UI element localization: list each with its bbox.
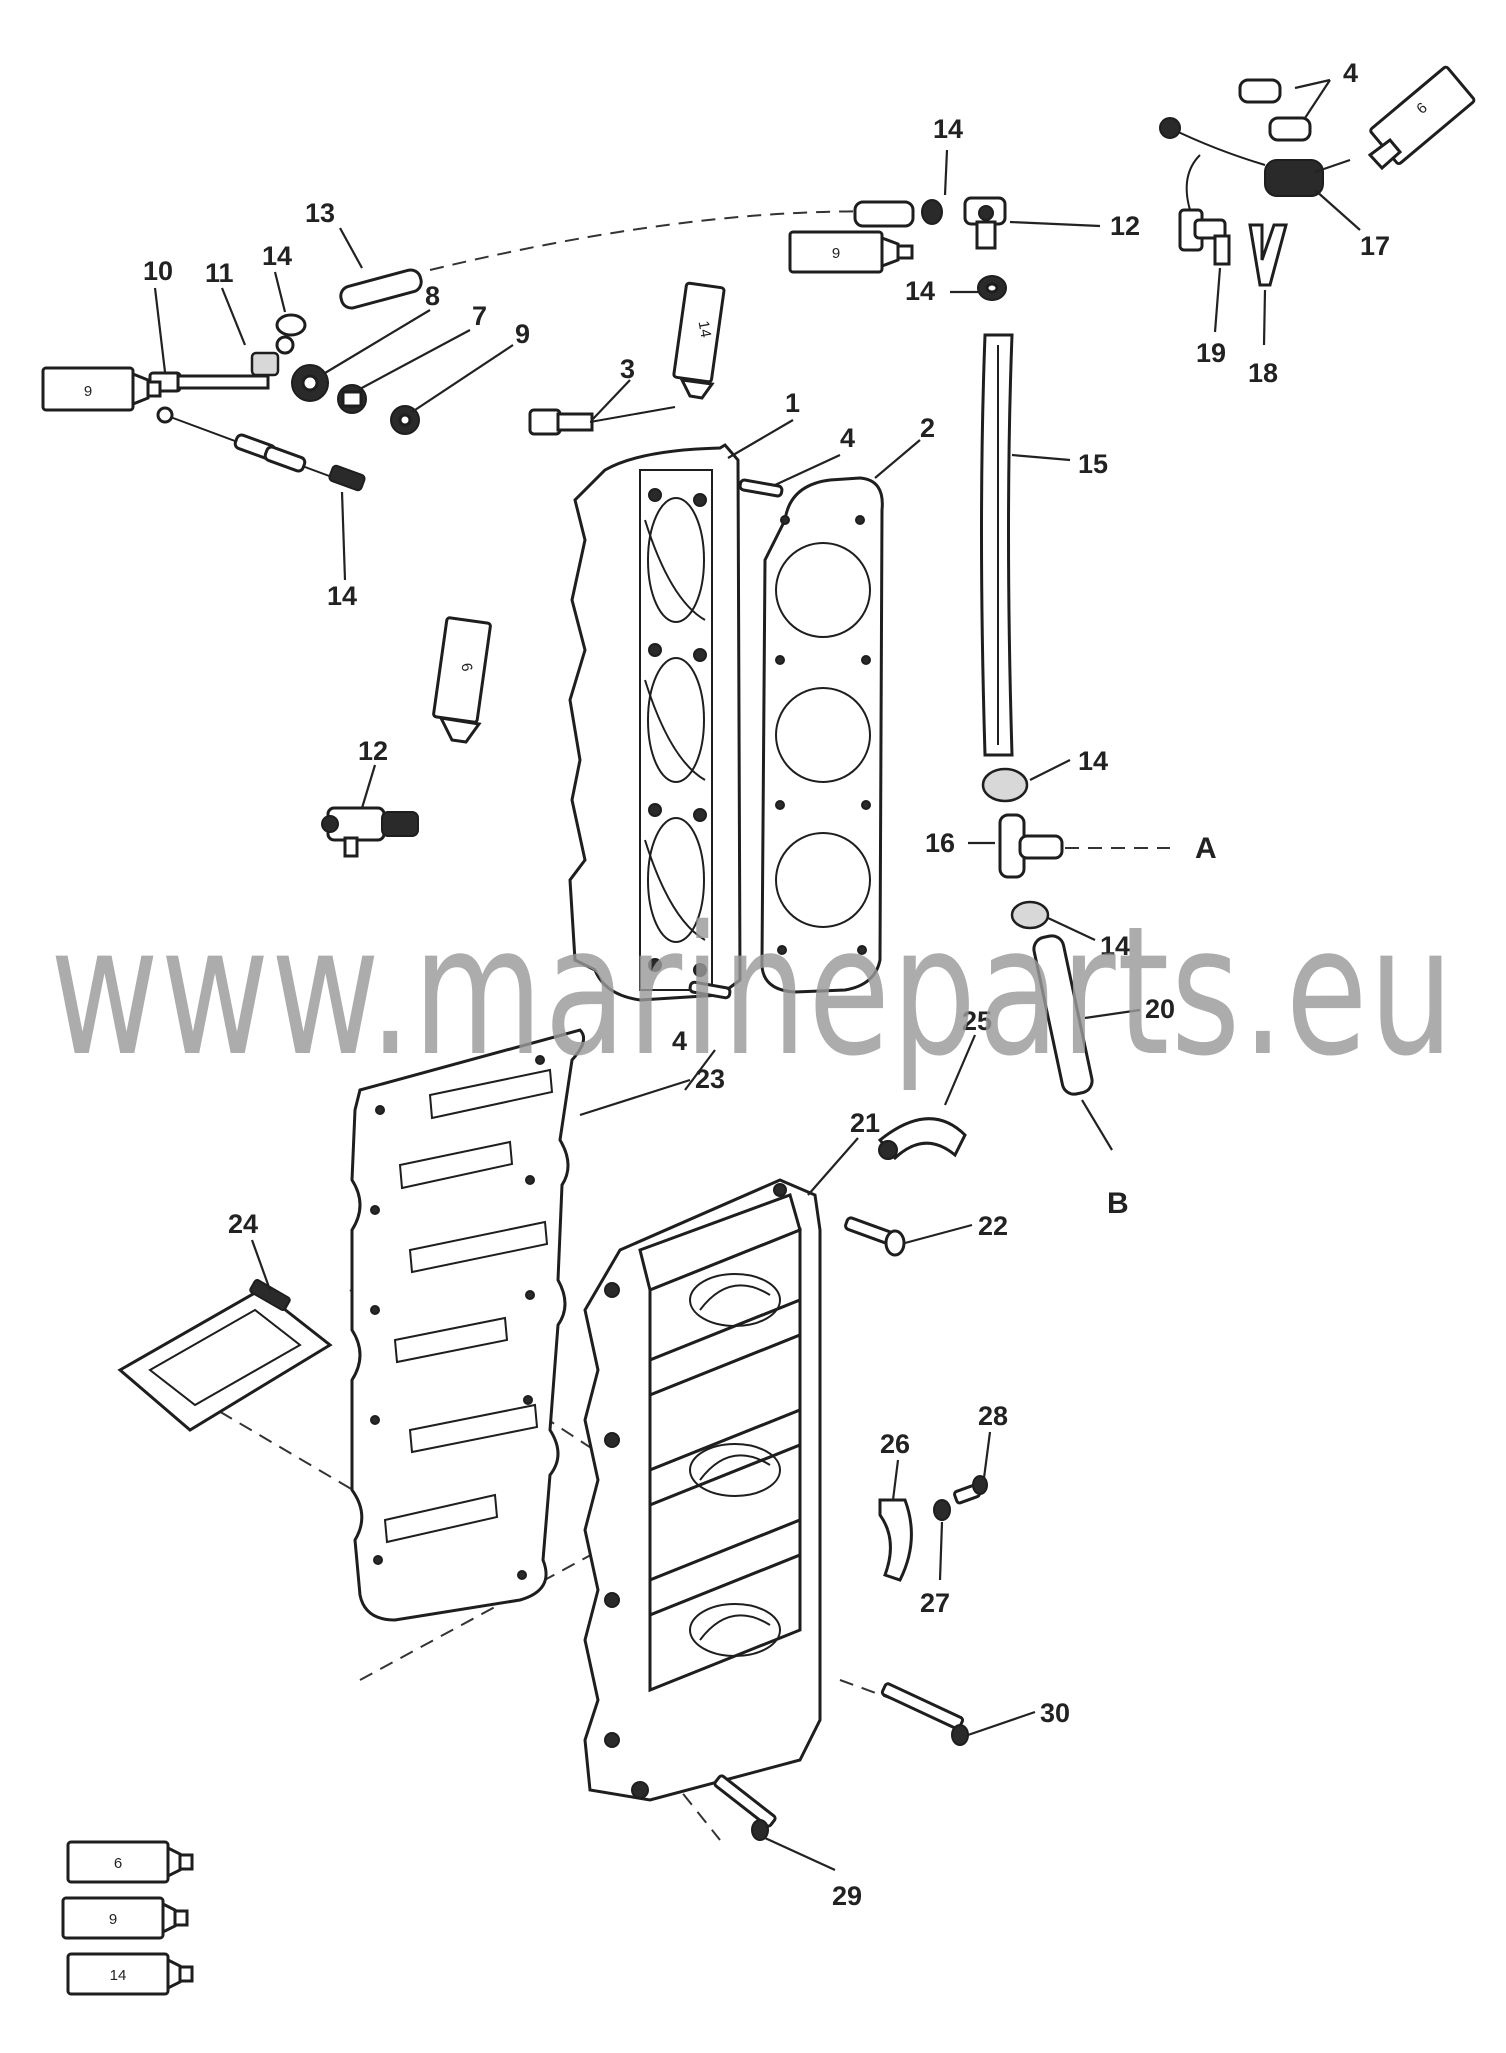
bolt-29 — [713, 1774, 777, 1841]
callout-14: 14 — [905, 276, 935, 306]
legend: 6 9 14 — [61, 1840, 194, 1996]
washer-27 — [933, 1499, 951, 1521]
callout-7: 9 — [515, 319, 530, 349]
gasket-23 — [350, 1028, 586, 1622]
callout-17: 17 — [1360, 231, 1390, 261]
clamp-14-mid-top — [977, 275, 1007, 301]
clamp-14-right-upper — [981, 767, 1029, 803]
callout-1: 1 — [785, 388, 800, 418]
sealant-tube-6-mid: 6 — [432, 616, 492, 744]
callout-30: 30 — [1040, 1698, 1070, 1728]
connection-label-a: A — [1195, 832, 1217, 865]
reed-block-21 — [583, 1178, 822, 1802]
callout-25: 25 — [962, 1006, 992, 1036]
callout-14: 14 — [933, 114, 963, 144]
gasket-kit-24 — [117, 1279, 333, 1432]
dashed-line-12-13 — [429, 210, 901, 271]
wiring-harness-17 — [1159, 117, 1324, 252]
callout-10: 14 — [327, 581, 357, 611]
dashed-line-24-gasket — [199, 1399, 371, 1501]
fitting-5 — [337, 384, 367, 414]
hose-20 — [1032, 934, 1094, 1096]
sealant-tube-9-top: 9 — [788, 230, 914, 274]
tube-label: 9 — [832, 245, 840, 262]
sealant-tube-6-top-right: 6 — [1367, 65, 1476, 171]
sensor-10 — [156, 406, 366, 492]
o-ring-14-top — [921, 199, 943, 225]
callout-24: 24 — [228, 1209, 258, 1239]
legend-label-9: 9 — [109, 1911, 117, 1928]
callout-28: 28 — [978, 1401, 1008, 1431]
callout-14: 14 — [262, 241, 292, 271]
legend-label-6: 6 — [114, 1855, 122, 1872]
legend-tube-6: 6 — [66, 1840, 194, 1884]
callout-6: 8 — [425, 281, 440, 311]
legend-tube-9: 9 — [61, 1896, 189, 1940]
sealant-tube-14: 14 — [672, 281, 726, 400]
callout-20: 20 — [1145, 994, 1175, 1024]
callout-5: 7 — [472, 301, 487, 331]
leader-lines — [153, 78, 1361, 1872]
bolt-30 — [880, 1682, 969, 1746]
hose-15 — [980, 333, 1014, 757]
screw-19 — [1193, 218, 1231, 266]
callout-27: 27 — [920, 1588, 950, 1618]
clamp-14-right-lower — [1010, 900, 1050, 930]
callout-14: 14 — [1100, 931, 1130, 961]
callout-29: 29 — [832, 1881, 862, 1911]
head-gasket-2 — [760, 476, 884, 994]
dowel-pin-4-top — [738, 478, 784, 498]
callout-16: 16 — [925, 828, 955, 858]
cylinder-head-cover-1 — [568, 443, 742, 1002]
callout-4: 4 — [672, 1026, 687, 1056]
callout-2: 2 — [920, 413, 935, 443]
tee-fitting-13 — [963, 196, 1007, 250]
callout-23: 23 — [695, 1064, 725, 1094]
callout-12: 13 — [305, 198, 335, 228]
bolt-8 — [148, 371, 270, 393]
callout-8: 10 — [143, 256, 173, 286]
fitting-6 — [291, 364, 329, 402]
callout-4: 4 — [1343, 58, 1358, 88]
o-ring-14-left — [275, 313, 307, 337]
tube-label: 14 — [695, 320, 715, 339]
valve-11 — [321, 806, 419, 858]
hose-connector-top — [853, 200, 915, 228]
callout-11: 12 — [358, 736, 388, 766]
hose-12 — [339, 268, 423, 310]
callout-13: 12 — [1110, 211, 1140, 241]
legend-tube-14: 14 — [66, 1952, 194, 1996]
terminal-18 — [1248, 223, 1288, 287]
callout-18: 18 — [1248, 358, 1278, 388]
callout-26: 26 — [880, 1429, 910, 1459]
watermark: www.marineparts.eu — [50, 888, 1455, 1095]
callout-22: 22 — [978, 1211, 1008, 1241]
tube-label: 6 — [457, 662, 475, 673]
terminal-caps-4 — [1238, 78, 1312, 142]
dowel-pin-4-bottom — [688, 980, 732, 1000]
fitting-9 — [250, 335, 295, 377]
callout-15: 15 — [1078, 449, 1108, 479]
callout-3: 3 — [620, 354, 635, 384]
callout-labels: 14 13 12 14 4 17 18 19 10 11 14 8 7 9 14… — [143, 58, 1390, 1911]
callout-4: 4 — [840, 423, 855, 453]
callout-19: 19 — [1196, 338, 1226, 368]
fitting-7 — [390, 405, 420, 435]
tee-fitting-16 — [998, 813, 1064, 879]
callout-21: 21 — [850, 1108, 880, 1138]
tube-label: 9 — [84, 383, 92, 400]
legend-label-14: 14 — [110, 1967, 127, 1984]
sealant-tube-9-left: 9 — [41, 366, 162, 412]
callout-14: 14 — [1078, 746, 1108, 776]
connection-label-b: B — [1107, 1187, 1129, 1220]
screw-28 — [953, 1475, 988, 1505]
screw-22 — [844, 1216, 906, 1257]
clip-26 — [878, 1498, 913, 1582]
fitting-3 — [528, 406, 676, 436]
bracket-25 — [877, 1117, 967, 1161]
callout-9: 11 — [205, 258, 234, 288]
